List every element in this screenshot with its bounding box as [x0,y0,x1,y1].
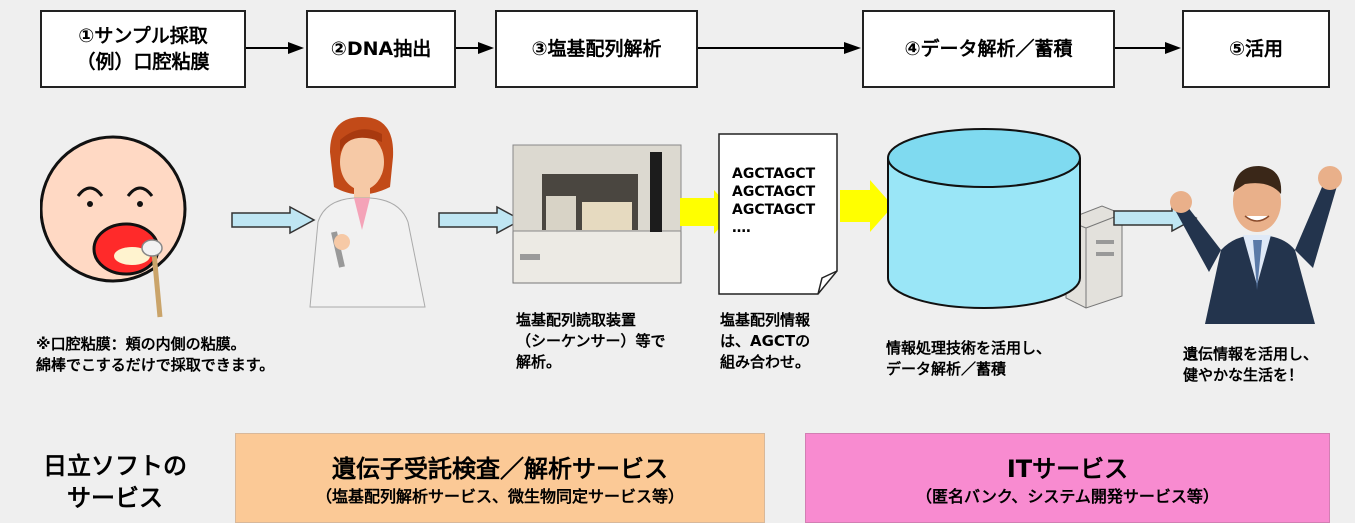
step-arrow [456,42,494,54]
caption-line: 組み合わせ。 [720,353,811,371]
caption-line: ※口腔粘膜：頬の内側の粘膜。 [36,335,246,353]
services-label: 日立ソフトの サービス [20,450,210,514]
database-icon [887,128,1081,309]
caption-line: は、AGCTの [720,332,811,350]
genetic-service-box: 遺伝子受託検査／解析サービス （塩基配列解析サービス、微生物同定サービス等） [235,433,765,523]
step-sequencing: ③塩基配列解析 [495,10,698,88]
caption-line: 解析。 [516,353,562,371]
caption-sequencer: 塩基配列読取装置 （シーケンサー）等で 解析。 [516,310,666,373]
sequence-line: AGCTAGCT [732,166,816,182]
it-service-title: ITサービス [1006,455,1129,483]
step-arrow [1115,42,1181,54]
step-analysis: ④データ解析／蓄積 [862,10,1115,88]
caption-line: 健やかな生活を！ [1183,366,1304,384]
services-label-line: 日立ソフトの [43,452,187,480]
step-label: ①サンプル採取 [78,25,208,47]
step-sample: ①サンプル採取 （例）口腔粘膜 [40,10,246,88]
scientist-icon [309,117,426,308]
step-use: ⑤活用 [1182,10,1330,88]
sequence-line: AGCTAGCT [732,202,816,218]
caption-sample: ※口腔粘膜：頬の内側の粘膜。 綿棒でこするだけで採取できます。 [36,334,274,376]
genetic-service-title: 遺伝子受託検査／解析サービス [332,455,668,483]
services-label-line: サービス [67,484,163,512]
sequencer-icon [512,144,682,284]
step-dna: ②DNA抽出 [306,10,456,88]
it-service-subtitle: （匿名バンク、システム開発サービス等） [916,487,1219,506]
it-service-box: ITサービス （匿名バンク、システム開発サービス等） [805,433,1330,523]
caption-line: データ解析／蓄積 [886,360,1007,378]
step-label: ⑤活用 [1228,38,1284,60]
caption-line: 塩基配列読取装置 [516,311,637,329]
caption-processing: 情報処理技術を活用し、 データ解析／蓄積 [886,338,1051,380]
sequence-line: AGCTAGCT [732,184,816,200]
caption-line: 塩基配列情報 [720,311,811,329]
flow-arrow [231,205,316,235]
caption-line: （シーケンサー）等で [516,332,666,350]
document-icon: AGCTAGCT AGCTAGCT AGCTAGCT ‥‥ [718,133,838,295]
businessman-icon [1170,166,1342,324]
face-swab-icon [40,135,187,318]
step-arrow [246,42,304,54]
step-sublabel: （例）口腔粘膜 [76,51,210,73]
caption-line: 情報処理技術を活用し、 [886,339,1052,357]
step-label: ②DNA抽出 [330,38,432,60]
flow-arrow [438,205,523,235]
genetic-service-subtitle: （塩基配列解析サービス、微生物同定サービス等） [315,487,684,506]
caption-use: 遺伝情報を活用し、 健やかな生活を！ [1183,344,1318,386]
step-label: ③塩基配列解析 [531,38,662,60]
caption-line: 遺伝情報を活用し、 [1183,345,1319,363]
data-arrow [840,180,893,232]
caption-info: 塩基配列情報 は、AGCTの 組み合わせ。 [720,310,810,373]
step-label: ④データ解析／蓄積 [904,38,1073,60]
caption-line: 綿棒でこするだけで採取できます。 [36,356,275,374]
sequence-line: ‥‥ [732,220,751,236]
step-arrow [698,42,861,54]
